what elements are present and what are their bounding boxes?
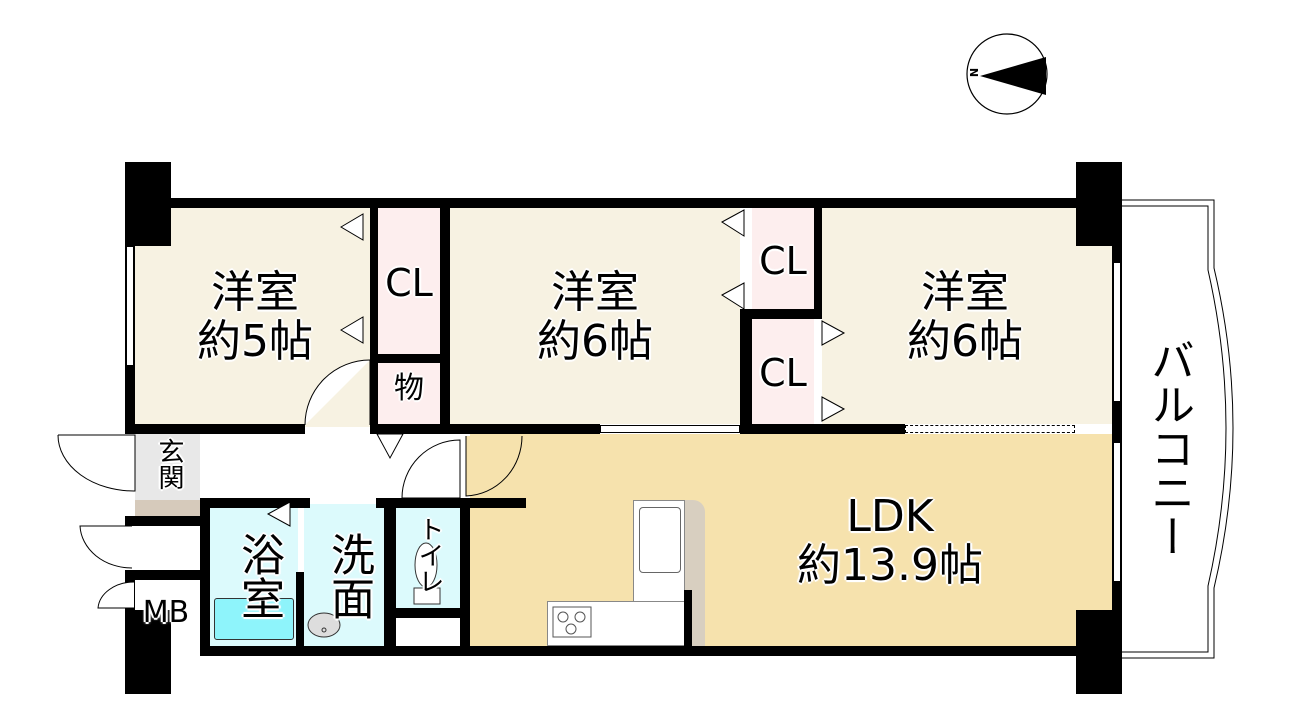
room-size: 約5帖	[197, 316, 313, 368]
balcony-outline	[1122, 199, 1234, 659]
label-closet-1: CL	[385, 261, 433, 305]
window-right-upper	[1113, 262, 1121, 402]
room-closet-1	[378, 207, 440, 355]
wall-hall-top	[125, 424, 305, 434]
wall-bath-wash	[296, 572, 304, 656]
room-name: 洋室	[211, 267, 299, 318]
compass: N	[966, 33, 1048, 115]
wall-wash-toilet	[384, 498, 396, 656]
bathtub	[214, 598, 294, 640]
wall-cl2-left	[740, 310, 752, 434]
door-swing-room1[interactable]	[303, 358, 373, 428]
label-toilet: トイレ	[414, 516, 444, 594]
label-closet-3: CL	[759, 351, 807, 395]
room-storage	[378, 362, 440, 424]
label-entrance: 玄関	[154, 438, 184, 490]
label-western-room-3: 洋室 約6帖	[890, 268, 1040, 367]
room-size: 約13.9帖	[797, 540, 983, 592]
wall-mb-top	[125, 570, 210, 580]
wall-toilet-bottom	[396, 608, 460, 618]
wall-cl1-right	[440, 198, 450, 434]
wall-cl2-right	[814, 198, 822, 319]
wall-bottom	[200, 646, 1120, 656]
wall-right	[1112, 198, 1122, 656]
label-ldk: LDK 約13.9帖	[770, 492, 1010, 591]
label-washroom: 洗面	[323, 532, 374, 620]
wall-bath-top	[200, 498, 310, 508]
window-left	[126, 246, 134, 366]
door-swing-entrance[interactable]	[57, 433, 136, 493]
entrance-step	[135, 500, 200, 516]
room-western-3	[822, 207, 1114, 424]
window-right-lower	[1113, 442, 1121, 582]
wall-storage-top	[370, 354, 450, 363]
room-closet-2	[752, 207, 814, 309]
wall-wash-top	[376, 498, 526, 508]
door-swing-ldk[interactable]	[464, 434, 524, 498]
door-swing-mb-2[interactable]	[96, 580, 136, 612]
wall-ldk-top	[740, 424, 905, 434]
label-meter-box: MB	[142, 595, 190, 630]
label-bathroom: 浴室	[233, 532, 284, 620]
door-swing-mb-1[interactable]	[78, 524, 134, 570]
door-swing-toilet[interactable]	[400, 438, 464, 500]
wall-entrance-bottom	[125, 516, 210, 526]
room-size: 約6帖	[907, 316, 1023, 368]
label-balcony: バルコニー	[1143, 338, 1194, 558]
room-name: 洋室	[921, 267, 1009, 318]
wall-left-lower	[125, 570, 135, 650]
label-western-room-2: 洋室 約6帖	[520, 268, 670, 367]
stove-icon	[552, 606, 592, 638]
north-arrow-icon	[966, 33, 1048, 115]
room-western-2	[450, 207, 740, 424]
wall-cl1-left	[370, 207, 378, 434]
kitchen-sink	[639, 507, 681, 573]
room-closet-3	[752, 318, 814, 424]
wall-toilet-ldk	[460, 498, 470, 656]
room-name: LDK	[846, 491, 934, 542]
toilet-icon	[413, 542, 441, 605]
wall-cl-divider	[740, 309, 822, 319]
room-size: 約6帖	[537, 316, 653, 368]
wall-kitchen-stub	[684, 590, 692, 650]
label-western-room-1: 洋室 約5帖	[180, 268, 330, 367]
label-storage: 物	[394, 371, 424, 406]
label-closet-2: CL	[759, 239, 807, 283]
wash-basin-icon	[307, 612, 341, 638]
wall-hall-top-2	[370, 424, 600, 434]
room-entrance	[135, 434, 200, 500]
sliding-door-room3[interactable]	[905, 425, 1075, 433]
room-name: 洋室	[551, 267, 639, 318]
sliding-door-room2[interactable]	[600, 425, 740, 433]
wall-top	[125, 198, 1120, 208]
